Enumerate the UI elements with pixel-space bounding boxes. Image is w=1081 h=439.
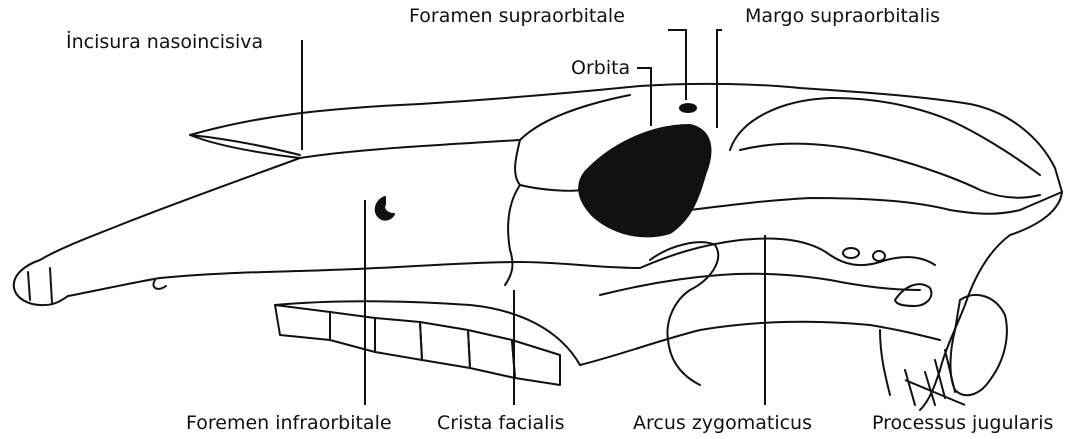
palate-line	[68, 262, 640, 296]
orbita-leader	[637, 68, 651, 126]
label-processus-jugularis: Processus jugularis	[872, 412, 1053, 434]
zygomatic-upper	[640, 239, 935, 268]
premaxilla-upper	[40, 158, 300, 260]
label-crista-facialis: Crista facialis	[437, 412, 565, 434]
temporal-ridge	[730, 98, 1040, 175]
label-foramen-supraorbitale: Foramen supraorbitale	[409, 5, 625, 27]
label-orbita: Orbita	[571, 57, 630, 79]
lacrimal-line	[515, 140, 580, 191]
skull-outline	[14, 84, 1062, 410]
foramen-infraorbitale-mark	[376, 197, 394, 220]
frontal-suture	[520, 95, 630, 140]
lower-edge	[580, 322, 940, 365]
maxilla-line	[505, 185, 520, 285]
orbit-shape	[579, 125, 710, 236]
label-incisura-nasoincisiva: İncisura nasoincisiva	[66, 31, 263, 53]
margo-leader	[717, 30, 722, 128]
label-arcus-zygomaticus: Arcus zygomaticus	[633, 412, 812, 434]
foramen-b	[873, 251, 885, 261]
nasal-tip	[190, 135, 300, 158]
foramen-supraorbitale-mark	[680, 104, 696, 112]
label-margo-supraorbitalis: Margo supraorbitalis	[745, 5, 940, 27]
cheek-teeth	[275, 305, 560, 385]
foramen-a	[843, 248, 859, 258]
incisors	[14, 260, 68, 305]
orbit-rim-lower	[690, 192, 1062, 214]
jugular-process	[950, 295, 1006, 395]
zygomatic-lower	[600, 274, 920, 295]
foramen-supra-leader	[668, 30, 686, 100]
coronoid	[650, 242, 718, 385]
label-foremen-infraorbitale: Foremen infraorbitale	[186, 412, 392, 434]
condyle-lines	[880, 330, 915, 405]
canine-bump	[153, 280, 166, 289]
temporal-lower	[740, 144, 1040, 198]
condyle	[895, 284, 931, 306]
nasal-suture	[300, 140, 520, 158]
